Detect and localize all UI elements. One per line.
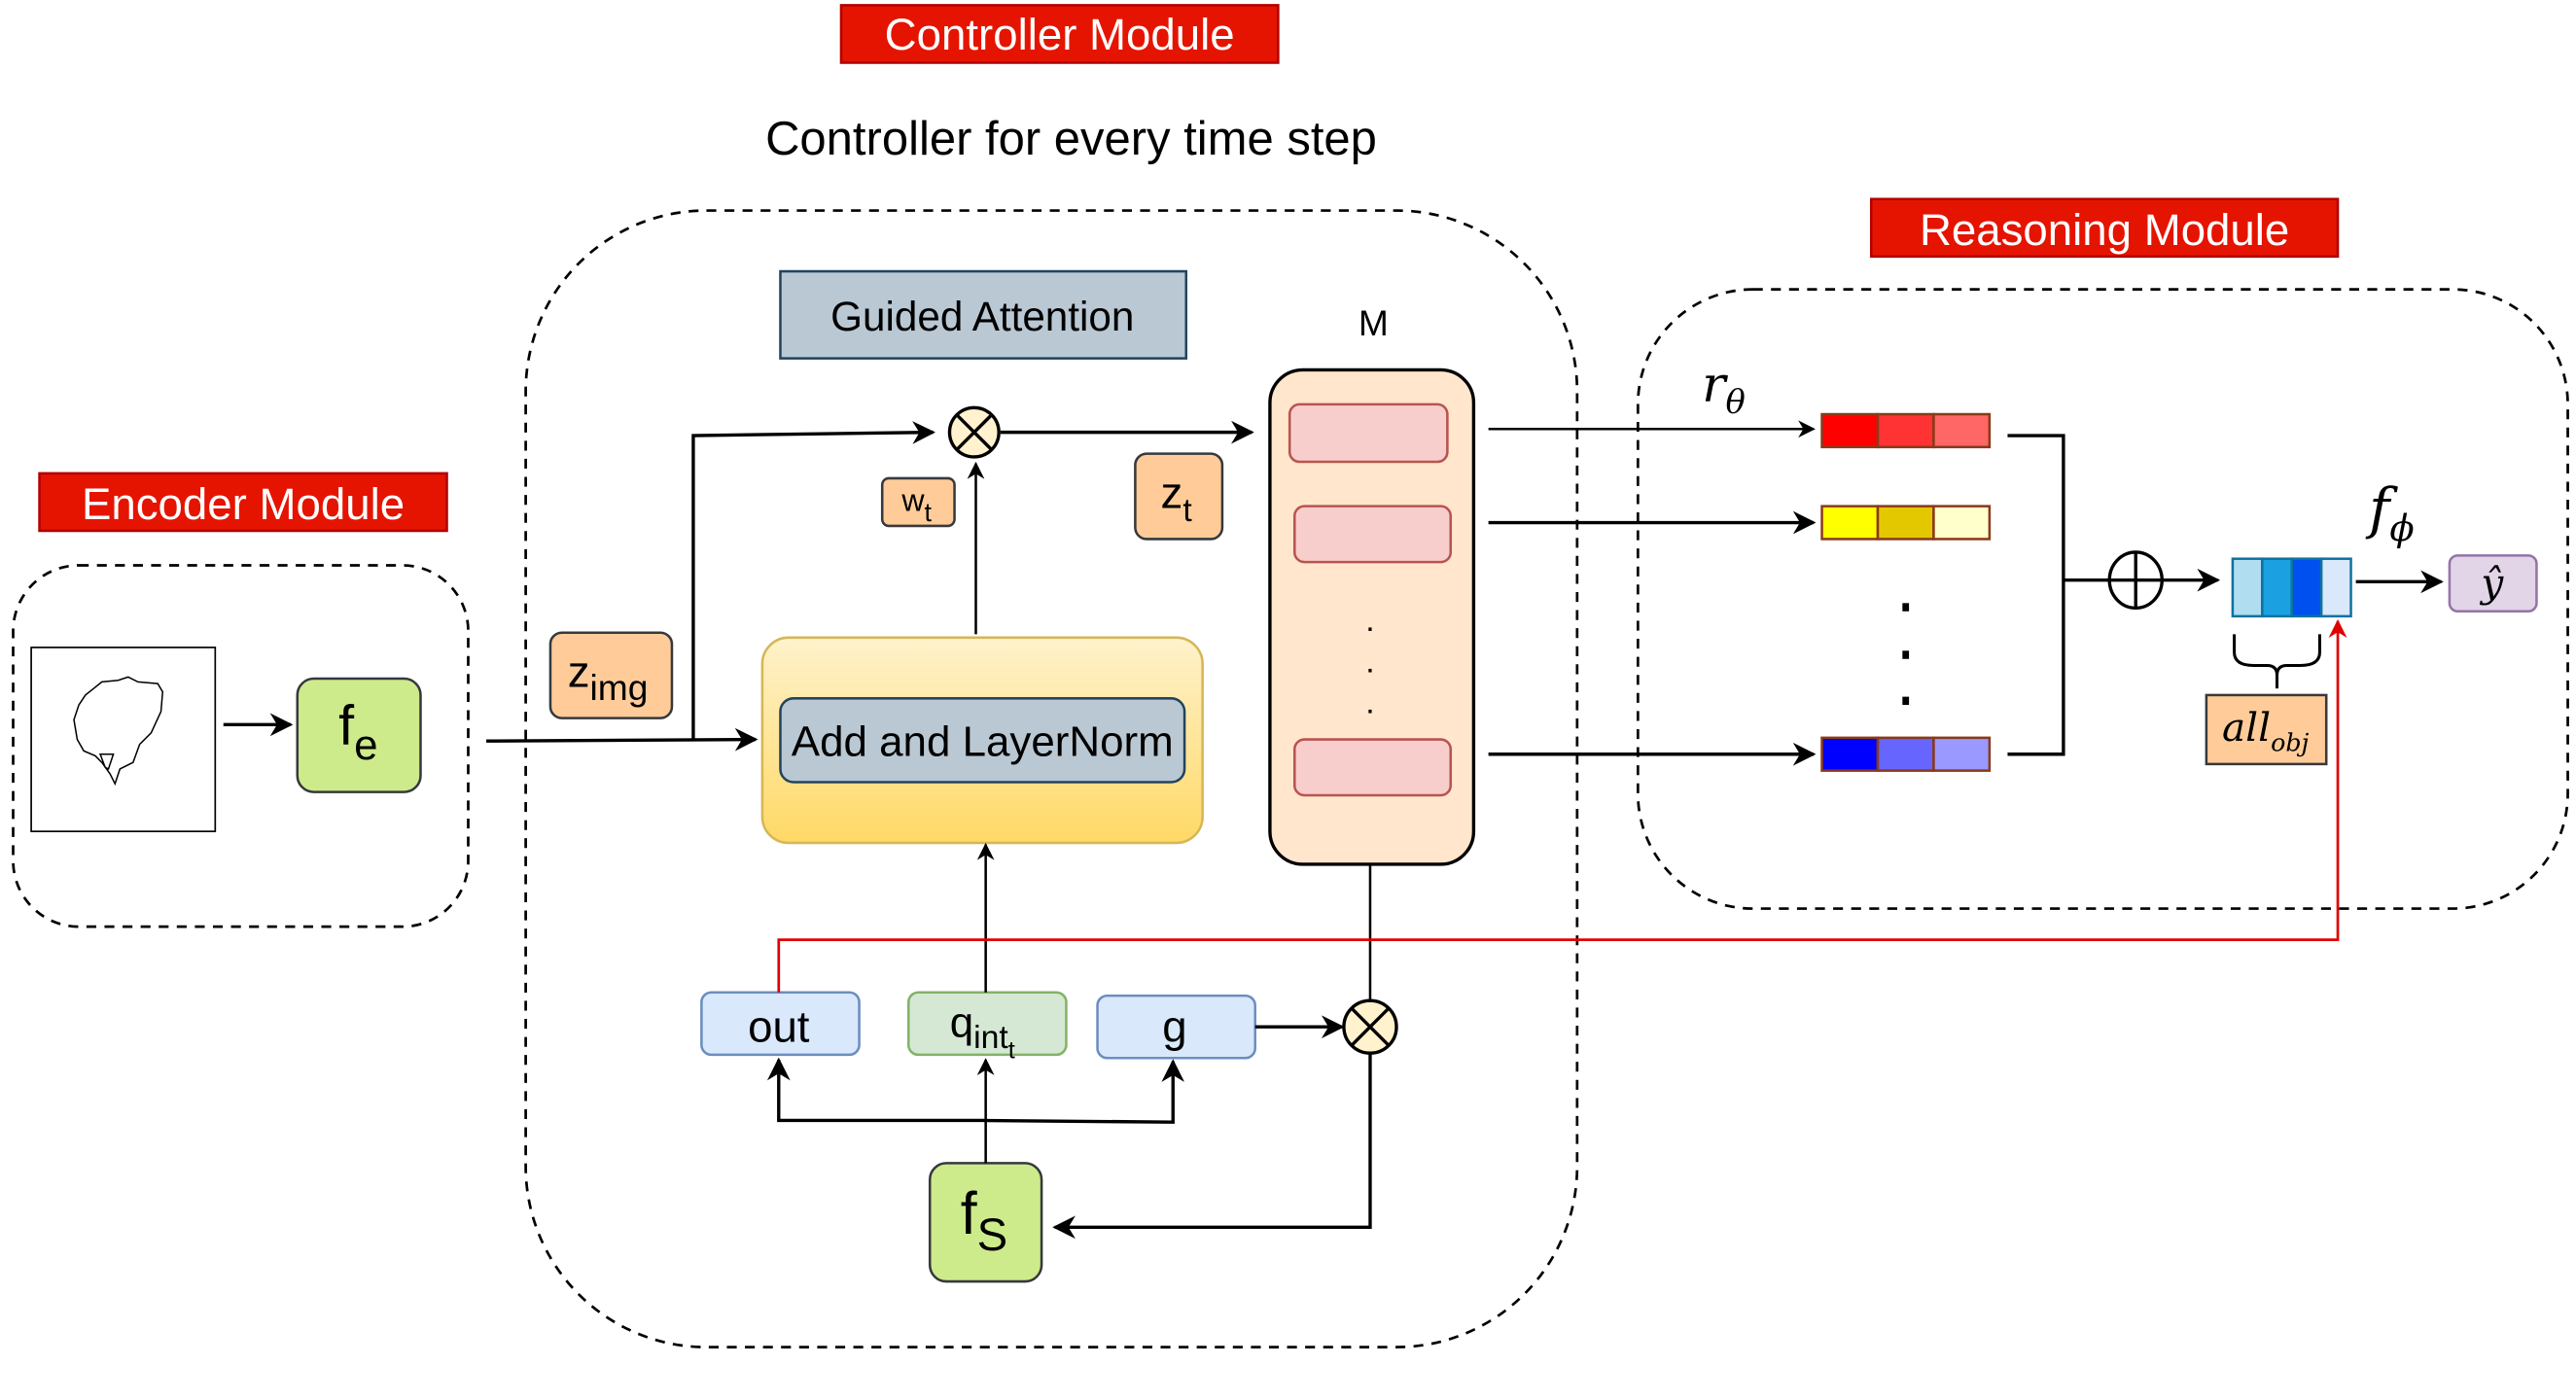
concat-op-icon bbox=[2107, 550, 2164, 611]
all-obj-box: allobj bbox=[2205, 693, 2328, 766]
memory-slot bbox=[1288, 402, 1449, 464]
vector-cell bbox=[1820, 412, 1880, 449]
svg-text:Reasoning Module: Reasoning Module bbox=[1920, 205, 2289, 255]
controller-module-label: Controller Module bbox=[839, 4, 1280, 64]
concatenated-vector bbox=[2231, 557, 2352, 618]
add-layernorm-block: Add and LayerNorm bbox=[760, 636, 1204, 845]
arrow-fs-to-g bbox=[985, 1059, 1185, 1124]
svg-text:fS: fS bbox=[961, 1180, 1007, 1261]
state-function-fs: fS bbox=[928, 1162, 1043, 1283]
vector-cell bbox=[1876, 412, 1935, 449]
svg-text:out: out bbox=[748, 1001, 810, 1051]
memory-ellipsis: . bbox=[1365, 602, 1374, 639]
w-t-weight: wt bbox=[880, 476, 956, 528]
controller-subtitle: Controller for every time step bbox=[765, 113, 1377, 165]
svg-text:Guided Attention: Guided Attention bbox=[830, 294, 1134, 339]
svg-text:zt: zt bbox=[1161, 468, 1193, 529]
f-phi-label: fϕ bbox=[2365, 476, 2415, 550]
z-t-latent: zt bbox=[1134, 452, 1224, 541]
sketch-icon bbox=[73, 676, 164, 787]
output-y-hat: ŷ bbox=[2448, 554, 2538, 613]
controller-module-boundary bbox=[524, 209, 1579, 1348]
memory-slot bbox=[1292, 505, 1453, 564]
vector-cell bbox=[1876, 505, 1935, 541]
vector-cell bbox=[1820, 736, 1880, 772]
multiply-op-gate bbox=[1342, 998, 1398, 1055]
memory-label: M bbox=[1359, 302, 1389, 343]
concat-cell bbox=[2319, 557, 2352, 618]
encoder-module-boundary bbox=[12, 564, 470, 928]
vector-cell bbox=[1876, 736, 1935, 772]
concat-cell bbox=[2290, 557, 2323, 618]
brace-icon bbox=[2233, 634, 2321, 689]
skip-connection-out-to-concat bbox=[777, 619, 2347, 993]
svg-text:Add and LayerNorm: Add and LayerNorm bbox=[792, 718, 1174, 765]
relation-vector bbox=[1820, 505, 1992, 541]
svg-text:Controller Module: Controller Module bbox=[885, 10, 1235, 59]
vector-cell bbox=[1932, 412, 1992, 449]
svg-text:.: . bbox=[1365, 684, 1374, 721]
reasoning-module-boundary bbox=[1636, 288, 2569, 910]
reasoning-module-label: Reasoning Module bbox=[1869, 197, 2340, 259]
guided-attention-box: Guided Attention bbox=[779, 269, 1188, 360]
concat-cell bbox=[2261, 557, 2293, 618]
svg-text:ŷ: ŷ bbox=[2479, 560, 2504, 607]
arrow-fs-to-out bbox=[766, 1057, 986, 1123]
relation-vector bbox=[1820, 412, 1992, 449]
q-int-box: qintt bbox=[906, 991, 1068, 1064]
encoder-function-fe: fe bbox=[296, 677, 422, 793]
arrow-zimg-to-multiply bbox=[691, 421, 935, 740]
memory-block: . . . bbox=[1268, 368, 1476, 866]
svg-text:Encoder Module: Encoder Module bbox=[82, 479, 405, 529]
svg-text:fe: fe bbox=[338, 695, 377, 769]
relation-vector bbox=[1820, 736, 1992, 772]
svg-text:wt: wt bbox=[900, 483, 932, 527]
svg-text:qintt: qintt bbox=[950, 998, 1015, 1064]
concat-cell bbox=[2231, 557, 2264, 618]
r-theta-label: rθ bbox=[1702, 356, 1746, 421]
svg-text:allobj: allobj bbox=[2222, 704, 2310, 756]
arrow-multiply-to-fs bbox=[1052, 1053, 1372, 1240]
memory-slot bbox=[1292, 738, 1453, 797]
vector-cell bbox=[1932, 736, 1992, 772]
vector-ellipsis bbox=[1902, 603, 1910, 706]
svg-text:g: g bbox=[1162, 1001, 1186, 1051]
input-image bbox=[30, 647, 217, 832]
out-box: out bbox=[700, 991, 861, 1057]
g-box: g bbox=[1096, 994, 1256, 1060]
multiply-op-attention bbox=[947, 405, 1001, 459]
svg-text:.: . bbox=[1365, 643, 1374, 680]
vector-cell bbox=[1932, 505, 1992, 541]
z-img-latent: zimg bbox=[548, 631, 674, 719]
encoder-module-label: Encoder Module bbox=[38, 472, 448, 533]
svg-text:zimg: zimg bbox=[568, 647, 649, 708]
vector-cell bbox=[1820, 505, 1880, 541]
arrow-zimg-to-layernorm bbox=[486, 727, 759, 752]
merge-bracket bbox=[2007, 434, 2065, 756]
